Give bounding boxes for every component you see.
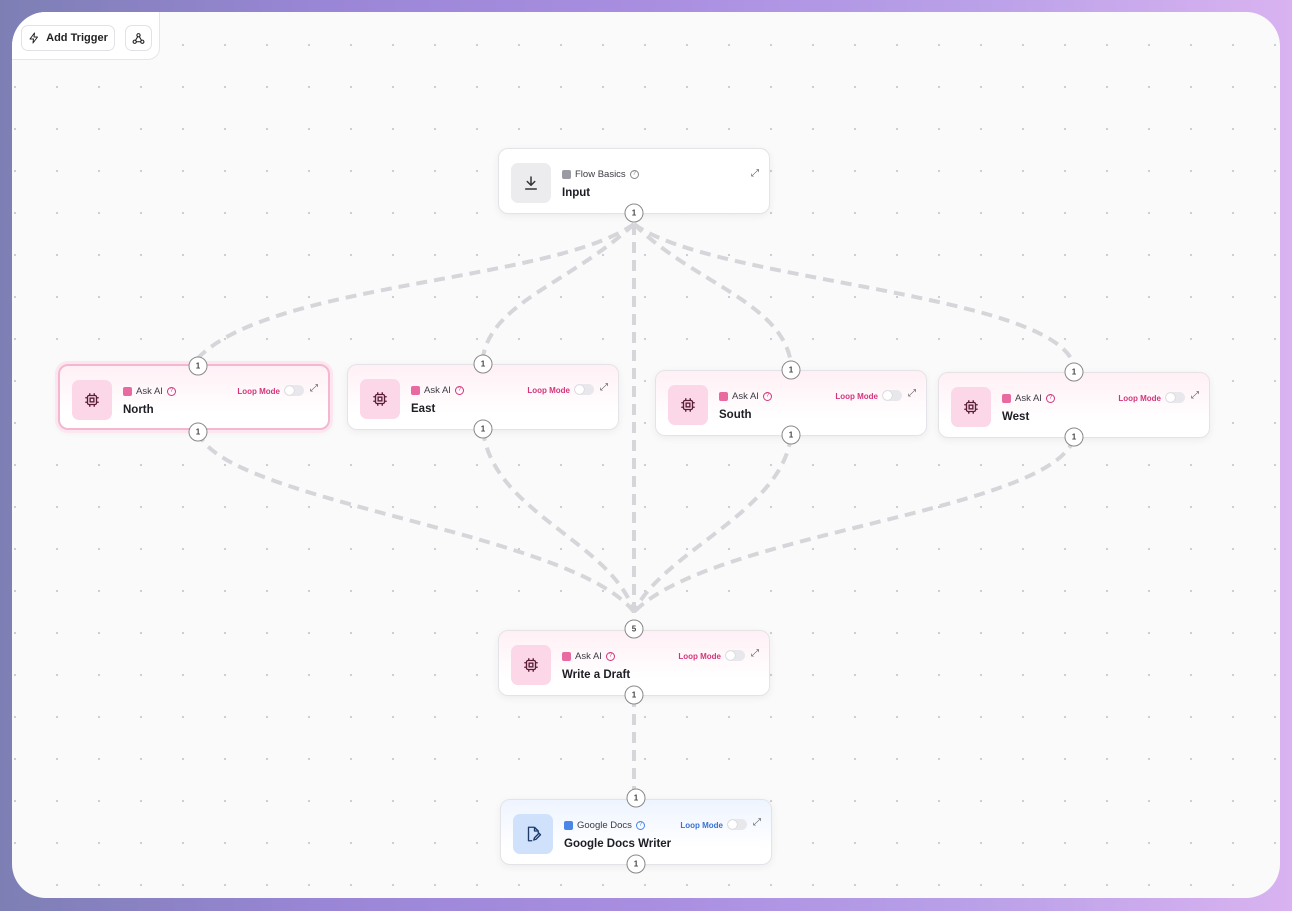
node-write-draft[interactable]: Ask AI? Write a Draft Loop Mode ⤢ [498,630,770,696]
edge-south-draft [632,435,793,613]
loop-mode-label: Loop Mode [527,386,570,395]
node-title: Write a Draft [562,669,631,681]
node-title: North [123,404,154,416]
webhook-button[interactable] [125,25,152,51]
expand-icon[interactable]: ⤢ [753,817,761,828]
node-category: Ask AI? [411,385,464,396]
node-icon-box [513,814,553,854]
node-icon-box [511,645,551,685]
edges-layer [196,222,1076,798]
node-title: Google Docs Writer [564,838,672,850]
loop-mode-label: Loop Mode [1118,394,1161,403]
ask-ai-icon [411,386,420,395]
port-out[interactable]: 1 [781,425,801,445]
help-icon[interactable]: ? [629,170,639,179]
node-google-docs-writer[interactable]: Google Docs? Google Docs Writer Loop Mod… [500,799,772,865]
port-in[interactable]: 5 [624,619,644,639]
port-in[interactable]: 1 [188,356,208,376]
port-in[interactable]: 1 [473,354,493,374]
edge-west-draft [632,437,1076,614]
loop-mode-label: Loop Mode [680,821,723,830]
flow-canvas[interactable]: Add Trigger Flow Basics? Input ⤢ 1 [12,12,1280,898]
expand-icon[interactable]: ⤢ [751,168,759,179]
ask-ai-icon [719,392,728,401]
node-icon-box [951,387,991,427]
node-icon-box [668,385,708,425]
expand-icon[interactable]: ⤢ [310,383,318,394]
node-category: Ask AI? [719,391,772,402]
node-title: South [719,409,752,421]
node-title: West [1002,411,1030,423]
canvas-toolbar: Add Trigger [12,12,160,60]
loop-mode-toggle[interactable] [727,819,747,830]
node-input[interactable]: Flow Basics? Input ⤢ [498,148,770,214]
node-category: Ask AI? [1002,393,1055,404]
node-icon-box [511,163,551,203]
edge-input-south [632,222,793,364]
lightning-icon [29,32,39,44]
node-south[interactable]: Ask AI? South Loop Mode ⤢ [655,370,927,436]
help-icon[interactable]: ? [605,652,615,661]
loop-mode-toggle[interactable] [725,650,745,661]
cpu-chip-icon [373,392,387,406]
edge-input-north [196,222,636,360]
edge-input-east [481,222,636,358]
node-title: East [411,403,436,415]
add-trigger-button[interactable]: Add Trigger [21,25,115,51]
loop-mode-label: Loop Mode [678,652,721,661]
cpu-chip-icon [681,398,695,412]
port-out[interactable]: 1 [188,422,208,442]
edge-east-draft [481,429,636,613]
expand-icon[interactable]: ⤢ [751,648,759,659]
cpu-chip-icon [524,658,538,672]
cpu-chip-icon [964,400,978,414]
node-category: Flow Basics? [562,169,639,180]
expand-icon[interactable]: ⤢ [908,388,916,399]
port-out[interactable]: 1 [1064,427,1084,447]
help-icon[interactable]: ? [1045,394,1055,403]
port-out[interactable]: 1 [473,419,493,439]
expand-icon[interactable]: ⤢ [600,382,608,393]
ask-ai-icon [123,387,132,396]
loop-mode-toggle[interactable] [882,390,902,401]
ask-ai-icon [1002,394,1011,403]
loop-mode-label: Loop Mode [835,392,878,401]
port-in[interactable]: 1 [781,360,801,380]
expand-icon[interactable]: ⤢ [1191,390,1199,401]
download-icon [525,176,537,190]
help-icon[interactable]: ? [166,387,176,396]
node-east[interactable]: Ask AI? East Loop Mode ⤢ [347,364,619,430]
add-trigger-label: Add Trigger [46,32,108,44]
port-in[interactable]: 1 [1064,362,1084,382]
node-category: Google Docs? [564,820,645,831]
help-icon[interactable]: ? [635,821,645,830]
google-docs-icon [564,821,573,830]
port-out[interactable]: 1 [624,203,644,223]
document-edit-icon [527,826,542,842]
node-category: Ask AI? [562,651,615,662]
help-icon[interactable]: ? [762,392,772,401]
port-out[interactable]: 1 [624,685,644,705]
loop-mode-toggle[interactable] [1165,392,1185,403]
cpu-chip-icon [85,393,99,407]
port-out[interactable]: 1 [626,854,646,874]
flow-basics-icon [562,170,571,179]
node-icon-box [72,380,112,420]
node-category: Ask AI? [123,386,176,397]
webhook-icon [132,32,145,44]
node-title: Input [562,187,591,199]
help-icon[interactable]: ? [454,386,464,395]
port-in[interactable]: 1 [626,788,646,808]
edge-input-west [632,222,1076,366]
edge-north-draft [196,431,636,614]
loop-mode-label: Loop Mode [237,387,280,396]
loop-mode-toggle[interactable] [574,384,594,395]
loop-mode-toggle[interactable] [284,385,304,396]
ask-ai-icon [562,652,571,661]
node-icon-box [360,379,400,419]
